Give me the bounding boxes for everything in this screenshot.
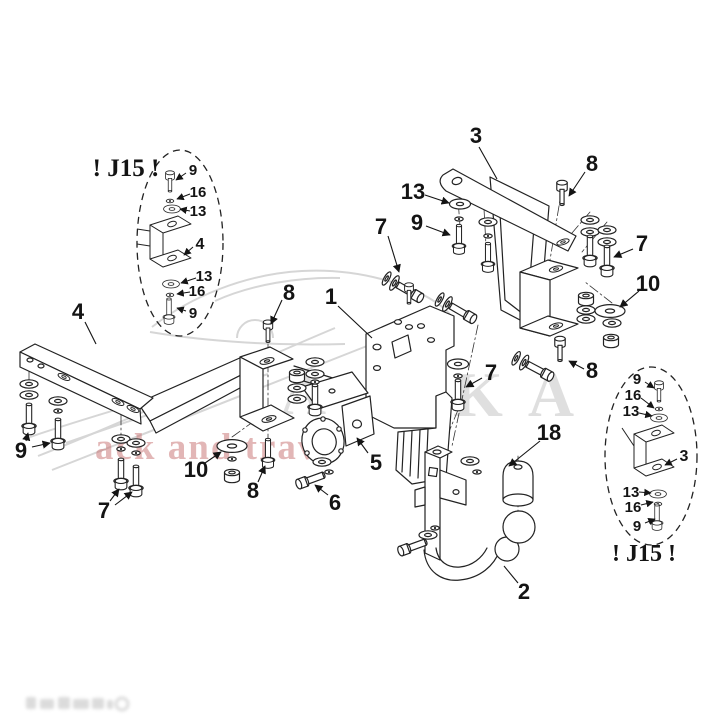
inset-callout-9: 9 — [633, 518, 641, 535]
callout-part-7: 7 — [375, 214, 387, 239]
inset-callout-13: 13 — [190, 203, 207, 220]
watermark-layer: A K A ack and trav — [26, 269, 574, 712]
inset-callout-9: 9 — [189, 305, 197, 322]
callout-part-8: 8 — [586, 358, 598, 383]
inset-callout-3: 3 — [680, 448, 689, 465]
inset-callout-16: 16 — [190, 184, 207, 201]
callout-part-2: 2 — [518, 579, 530, 604]
callout-part-3: 3 — [470, 123, 482, 148]
inset-note: ! J15 ! — [612, 541, 676, 567]
callout-part-8: 8 — [247, 478, 259, 503]
dashed-ellipse — [604, 366, 698, 546]
ball-cover-part-18 — [502, 460, 534, 507]
callout-part-13: 13 — [401, 179, 425, 204]
towball-part-2 — [414, 445, 536, 581]
socket-plate-part-5 — [301, 395, 375, 465]
callout-part-9: 9 — [411, 210, 423, 235]
inset-callout-16: 16 — [189, 283, 206, 300]
callout-part-7: 7 — [636, 231, 648, 256]
callout-part-7: 7 — [98, 498, 110, 523]
callout-part-1: 1 — [325, 284, 337, 309]
inset-callout-16: 16 — [625, 499, 642, 516]
inset-callout-16: 16 — [625, 387, 642, 404]
u-bracket-centre — [239, 346, 295, 432]
callout-part-10: 10 — [636, 271, 660, 296]
watermark-letter: K — [453, 359, 503, 430]
callout-part-4: 4 — [72, 299, 85, 324]
dashed-ellipse — [136, 149, 224, 337]
callout-part-6: 6 — [329, 490, 341, 515]
inset-left-j15: ! J15 ! 9 16 13 4 13 — [93, 149, 224, 337]
inset-callout-13: 13 — [623, 403, 640, 420]
inset-note: ! J15 ! — [93, 155, 160, 182]
callout-part-7: 7 — [485, 360, 497, 385]
callout-part-18: 18 — [537, 420, 561, 445]
inset-callout-9: 9 — [633, 371, 641, 388]
callout-part-5: 5 — [370, 450, 382, 475]
inset-callout-13: 13 — [623, 484, 640, 501]
inset-callout-9: 9 — [189, 162, 197, 179]
inset-callout-13: 13 — [196, 268, 213, 285]
inset-callout-4: 4 — [196, 236, 205, 253]
centre-section-part-1 — [301, 305, 455, 485]
corner-watermark — [26, 696, 130, 712]
callout-part-8: 8 — [586, 151, 598, 176]
leader-lines — [22, 146, 640, 584]
beam-part-4 — [19, 343, 254, 434]
red-text-watermark: ack and trav — [95, 427, 318, 468]
callout-part-10: 10 — [184, 457, 208, 482]
callout-part-8: 8 — [283, 280, 295, 305]
callout-part-9: 9 — [15, 438, 27, 463]
inset-right-j15: ! J15 ! 9 16 13 3 13 16 — [604, 366, 698, 567]
bracket-part-3 — [439, 168, 579, 337]
callout-numbers: 1 2 3 4 5 6 7 7 7 7 8 8 8 8 9 9 10 10 13… — [15, 123, 660, 604]
